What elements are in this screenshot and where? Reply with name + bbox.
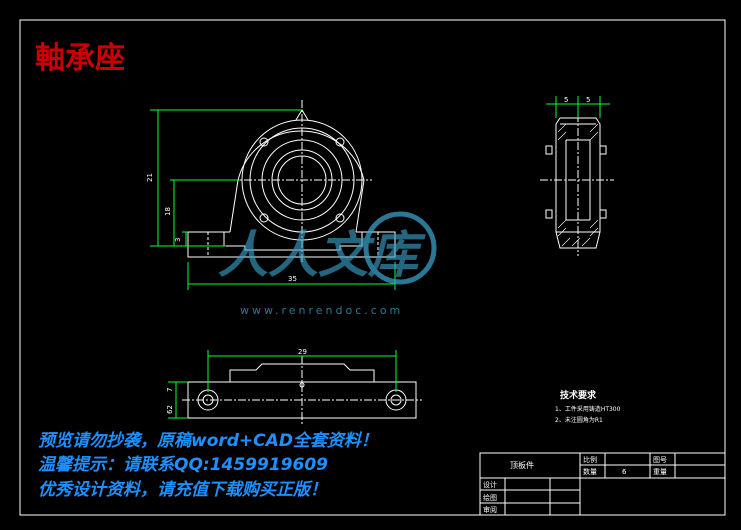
top-dimensions [168, 350, 397, 419]
drawing-frame [19, 19, 726, 516]
title-block [479, 452, 726, 516]
dim-21: 21 [146, 173, 154, 182]
tech-line-1: 1、工件采用铸造HT300 [555, 405, 621, 413]
dim-35: 35 [288, 275, 297, 283]
notice-line-2: 温馨提示：请联系QQ:1459919609 [38, 455, 328, 475]
tb-name: 顶板件 [510, 460, 534, 470]
notice-line-1: 预览请勿抄袭，原稿word+CAD全套资料！ [38, 431, 378, 451]
dim-62: 62 [166, 405, 174, 414]
watermark-url: www.renrendoc.com [240, 304, 403, 317]
dim-18: 18 [164, 207, 172, 216]
tb-qty-label: 数量 [583, 467, 597, 476]
drawing-title: 軸承座 [35, 41, 125, 76]
watermark-brand: 人人文库 [218, 226, 426, 284]
notice-line-3: 优秀设计资料，请充值下载购买正版！ [38, 480, 327, 500]
tech-heading: 技术要求 [560, 389, 597, 401]
tb-draw-label: 绘图 [483, 493, 497, 502]
side-view [540, 100, 614, 256]
dim-7: 7 [166, 388, 174, 392]
tb-drawing-no-label: 图号 [653, 456, 667, 464]
tb-weight-label: 重量 [653, 468, 667, 476]
tb-review-label: 审阅 [483, 505, 497, 514]
tb-qty-value: 6 [622, 468, 627, 476]
tb-scale-label: 比例 [583, 455, 597, 464]
dim-side-left: 5 [564, 96, 568, 104]
top-view [182, 356, 422, 424]
dim-side-right: 5 [586, 96, 590, 104]
tech-line-2: 2、未注圆角为R1 [555, 416, 603, 424]
watermark-logo: 人人文库 www.renrendoc.com [218, 211, 437, 317]
dim-3: 3 [174, 238, 182, 242]
side-hatch [557, 123, 599, 247]
tb-design-label: 设计 [483, 480, 497, 489]
dim-29: 29 [298, 348, 307, 356]
front-dimensions [150, 109, 396, 290]
side-dimensions [546, 96, 610, 118]
